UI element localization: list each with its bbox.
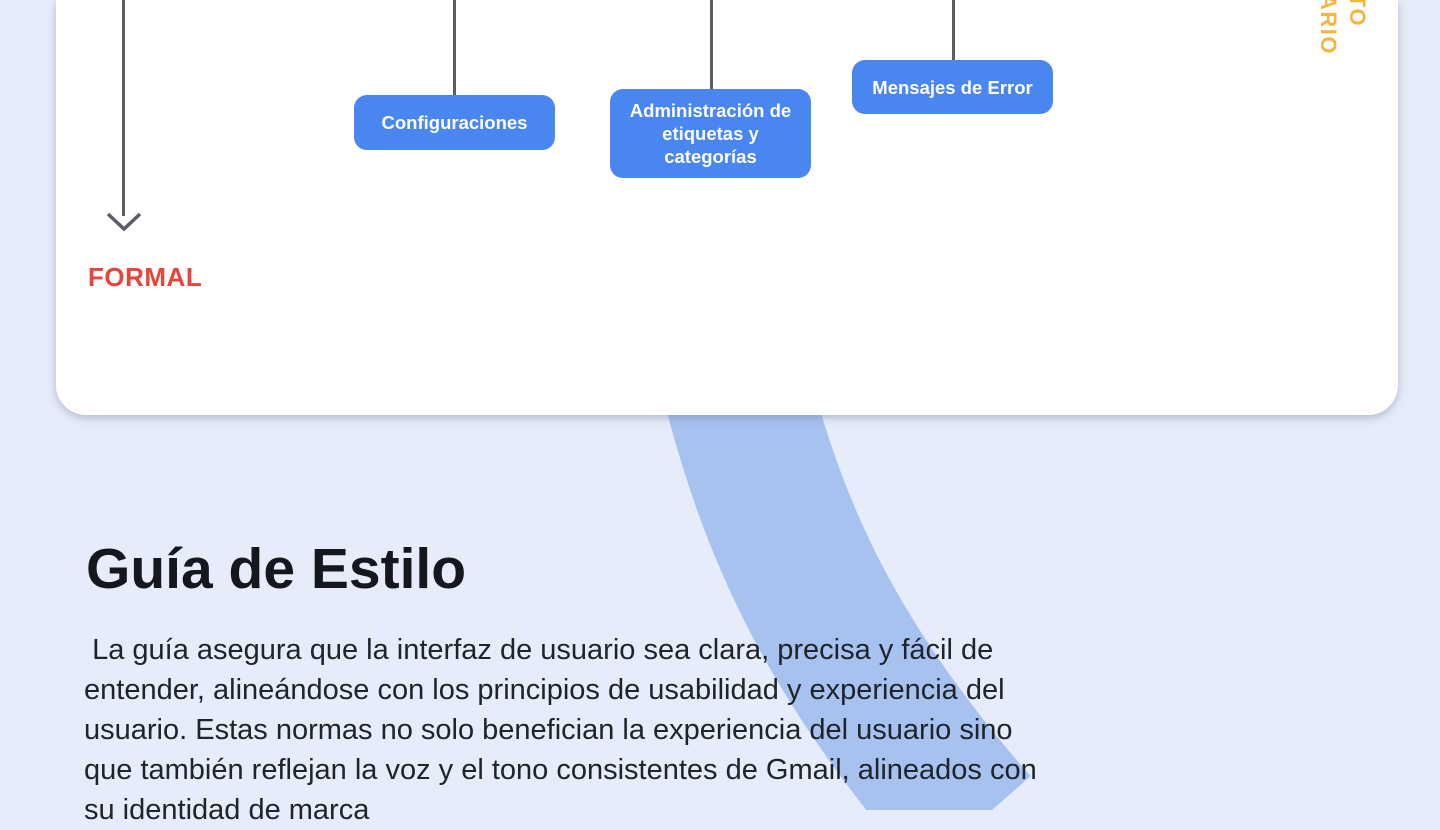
axis-label-formal: FORMAL xyxy=(88,262,203,292)
section-title: Guía de Estilo xyxy=(86,537,467,601)
connector-mensajes-error xyxy=(952,0,955,60)
node-mensajes-error[interactable]: Mensajes de Error xyxy=(852,60,1053,114)
node-etiquetas-categorias[interactable]: Administración de etiquetas y categorías xyxy=(610,89,811,178)
node-label: Mensajes de Error xyxy=(872,76,1033,98)
ribbon-curve xyxy=(667,375,1031,810)
node-configuraciones[interactable]: Configuraciones xyxy=(354,95,555,150)
arrow-down-icon xyxy=(106,212,142,232)
diagram-card: Configuraciones Administración de etique… xyxy=(56,0,1398,415)
side-axis-label-line: ARIO xyxy=(1316,0,1341,55)
side-axis-label-line: TO xyxy=(1345,0,1370,28)
section-paragraph: La guía asegura que la interfaz de usuar… xyxy=(84,634,1045,826)
connector-etiquetas xyxy=(710,0,713,89)
node-label: Configuraciones xyxy=(381,112,528,133)
connector-configuraciones xyxy=(453,0,456,95)
axis-arrow-line xyxy=(122,0,125,216)
side-axis-label: TO ARIO xyxy=(1314,0,1372,55)
node-label: Administración de etiquetas y categorías xyxy=(629,100,792,167)
